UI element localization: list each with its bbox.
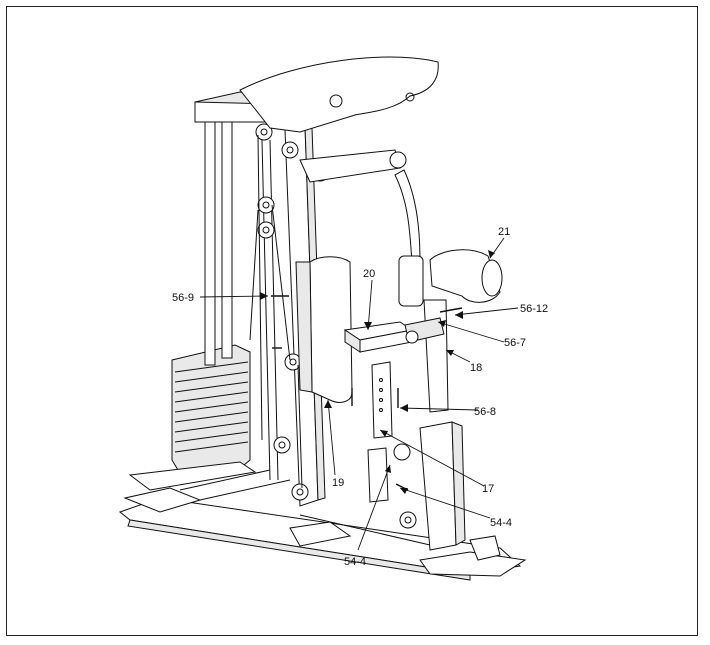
leg-lift-frame [393,421,466,551]
callout-56-8: 56-8 [474,406,496,418]
base-frame [118,469,527,581]
weight-stack [128,344,257,491]
callout-54-4-bottom: 54-4 [344,556,366,568]
seat-pad [343,321,414,353]
callout-17: 17 [482,483,494,495]
callout-54-4-right: 54-4 [490,517,512,529]
diagram-frame [6,6,698,636]
press-arm [299,149,424,307]
leg-developer [429,249,503,303]
callout-19: 19 [332,477,344,489]
callout-18: 18 [470,362,482,374]
cables [249,134,303,489]
bolts [271,295,463,491]
seat-post [367,361,393,503]
callout-56-12: 56-12 [520,303,548,315]
callout-21: 21 [498,226,510,238]
callout-20: 20 [363,268,375,280]
back-pad [295,256,353,403]
callout-56-9: 56-9 [172,292,194,304]
callout-labels: 21 20 56-12 56-7 18 56-8 17 54-4 54-4 19… [172,226,548,568]
rear-upright [194,91,292,366]
leg-bracket [404,299,449,413]
callout-56-7: 56-7 [504,337,526,349]
top-shroud [239,56,439,133]
callout-leaders [199,237,519,551]
